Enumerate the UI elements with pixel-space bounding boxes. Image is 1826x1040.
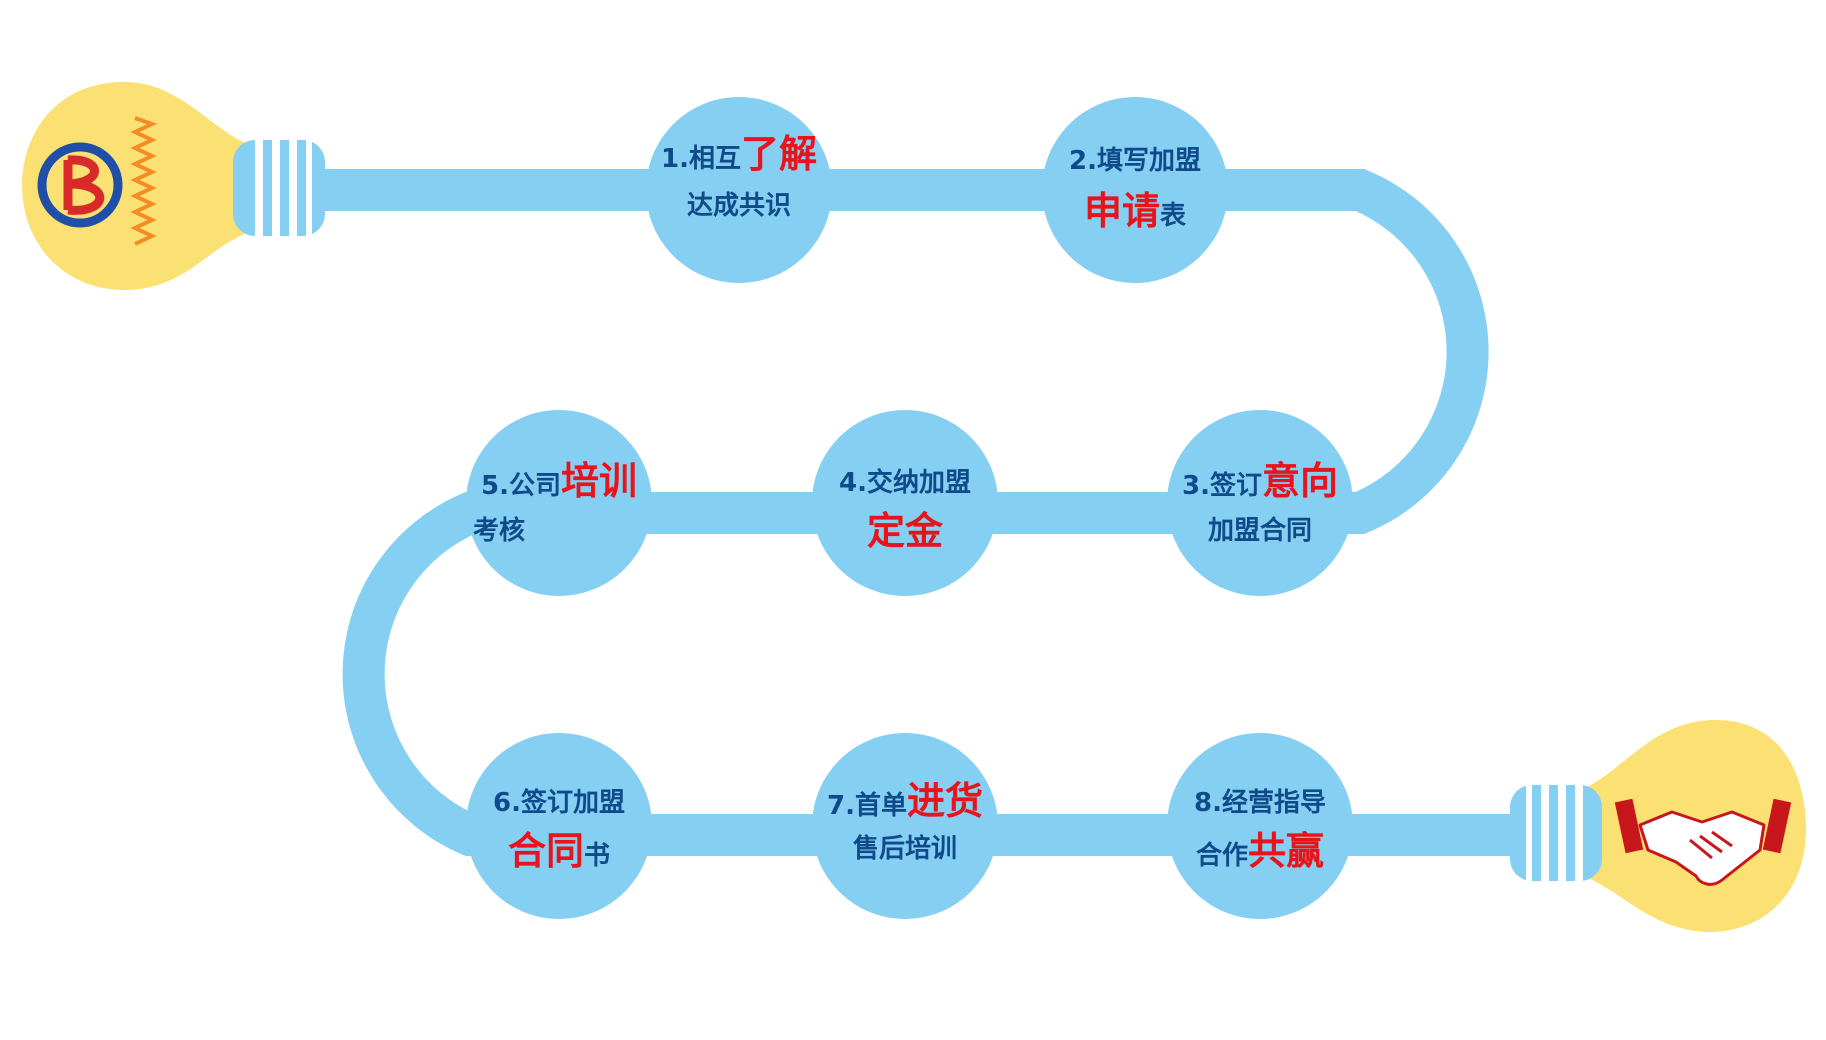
step-circle-6 [466,733,652,919]
step-circle-3 [1167,410,1353,596]
step-2-subtitle: 表 [1160,201,1187,231]
step-circle-5 [466,410,652,596]
step-label-3: 3.签订意向 加盟合同 [1145,462,1375,562]
step-7-title: 7.首单 [827,791,907,821]
b-logo-icon [37,142,123,228]
step-4-title: 4.交纳加盟 [839,468,971,498]
step-6-title: 6.签订加盟 [493,788,625,818]
step-circle-8 [1167,733,1353,919]
handshake-icon [1614,798,1792,886]
step-label-2: 2.填写加盟 申请表 [1020,148,1250,248]
step-8-highlight: 共赢 [1248,829,1325,873]
step-label-4: 4.交纳加盟 定金 [790,470,1020,570]
step-6-subtitle: 书 [584,841,611,871]
step-2-title: 2.填写加盟 [1069,146,1201,176]
step-1-subtitle: 达成共识 [686,191,791,221]
light-bulb-icon [22,81,250,290]
step-6-highlight: 合同 [507,829,584,873]
step-label-6: 6.签订加盟 合同书 [444,790,674,890]
step-3-highlight: 意向 [1261,459,1338,503]
step-8-subtitle: 合作 [1195,841,1248,871]
step-2-highlight: 申请 [1083,189,1160,233]
start-bulb [22,81,325,290]
end-bulb [1510,719,1806,932]
step-5-title: 5.公司 [481,471,561,501]
step-circle-2 [1042,97,1228,283]
step-label-8: 8.经营指导 合作共赢 [1145,790,1375,890]
step-7-subtitle: 售后培训 [852,834,957,864]
bulb-base [1510,785,1602,881]
step-5-subtitle: 考核 [472,516,525,546]
step-circle-7 [812,733,998,919]
step-5-highlight: 培训 [560,459,637,503]
step-label-5: 5.公司培训 考核 [444,462,674,562]
step-4-highlight: 定金 [866,509,943,553]
step-1-title: 1.相互 [661,144,741,174]
step-7-highlight: 进货 [906,779,983,823]
step-label-7: 7.首单进货 售后培训 [790,782,1020,882]
step-3-subtitle: 加盟合同 [1207,516,1312,546]
filament-icon [130,116,158,246]
step-3-title: 3.签订 [1182,471,1262,501]
step-label-1: 1.相互了解 达成共识 [624,135,854,235]
step-8-title: 8.经营指导 [1194,788,1326,818]
step-circle-4 [812,410,998,596]
step-circle-1 [646,97,832,283]
step-1-highlight: 了解 [740,132,817,176]
